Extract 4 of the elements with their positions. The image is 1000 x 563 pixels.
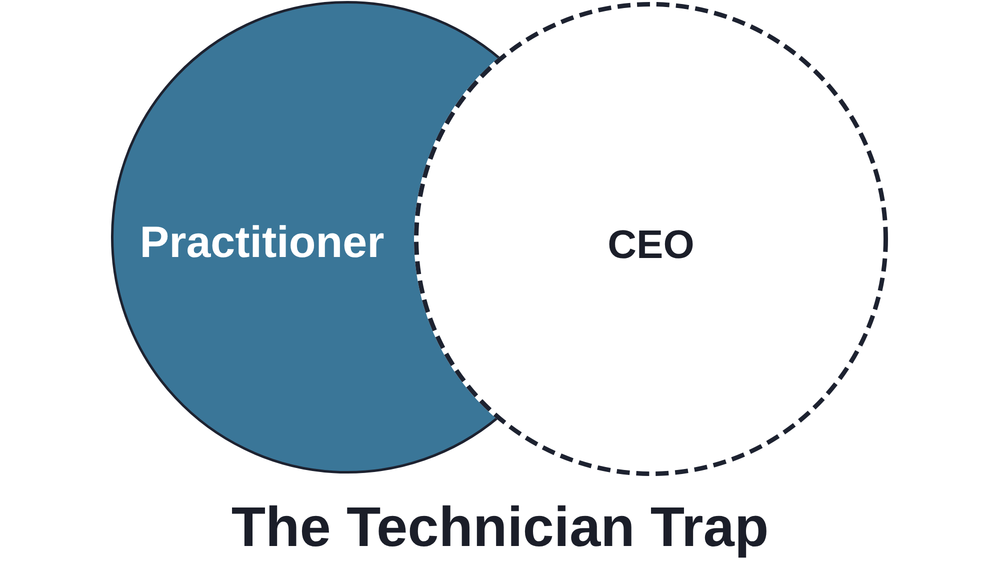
venn-circle <box>414 2 888 476</box>
circle-label: CEO <box>608 225 694 265</box>
venn-circle <box>110 0 500 474</box>
circle-label: Practitioner <box>140 221 384 265</box>
